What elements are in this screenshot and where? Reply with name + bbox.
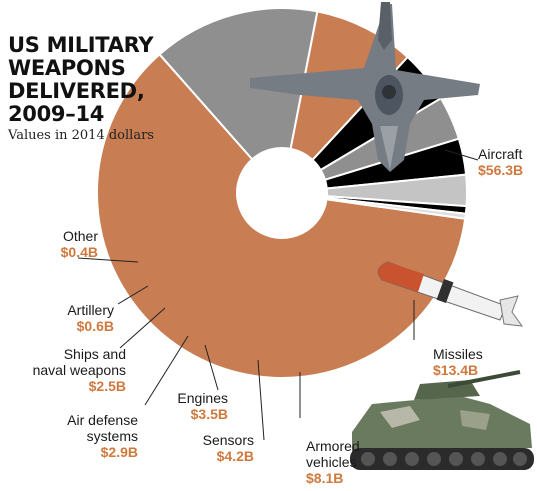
label-armored-value: $8.1B [306,470,344,486]
leader-aircraft [444,149,479,161]
chart-subtitle: Values in 2014 dollars [8,128,154,143]
label-missiles: Missiles $13.4B [433,346,483,378]
leader-engines [204,344,219,391]
label-airdef-value: $2.9B [100,444,138,460]
label-engines-name: Engines [177,390,228,406]
leader-lines [77,149,479,441]
label-missiles-name: Missiles [433,346,483,362]
leader-artillery [117,285,149,305]
leader-airdef [144,335,189,406]
label-ships-name-2: naval weapons [32,362,126,378]
label-missiles-value: $13.4B [433,362,479,378]
label-armored-vehicles: Armored vehicles $8.1B [306,438,360,486]
label-airdef-name-2: systems [86,428,138,444]
label-artillery-value: $0.6B [76,318,114,334]
label-air-defense: Air defense systems $2.9B [20,412,138,460]
label-sensors: Sensors $4.2B [170,432,254,464]
label-aircraft-name: Aircraft [478,146,523,162]
label-armored-name-2: vehicles [306,454,357,470]
label-artillery-name: Artillery [67,302,114,318]
chart-title: US MILITARY WEAPONS DELIVERED, 2009–14 [8,33,154,126]
label-aircraft: Aircraft $56.3B [478,146,523,178]
leader-ships [119,307,166,349]
slice-other [325,196,467,220]
armored-vehicle-icon [350,370,534,470]
label-ships-value: $2.5B [88,378,126,394]
label-other-name: Other [62,228,98,244]
label-other: Other $0.4B [20,228,98,260]
label-other-value: $0.4B [60,244,98,260]
label-ships: Ships and naval weapons $2.5B [10,346,126,394]
slice-missiles [158,7,319,161]
missile-icon [377,261,524,327]
label-ships-name-1: Ships and [63,346,126,362]
leader-other [77,257,139,263]
label-artillery: Artillery $0.6B [30,302,114,334]
leader-sensors [257,359,265,441]
fighter-jet-icon [250,2,480,172]
label-armored-name-1: Armored [306,438,360,454]
label-engines-value: $3.5B [190,406,228,422]
label-airdef-name-1: Air defense [67,412,138,428]
label-sensors-name: Sensors [202,432,254,448]
label-sensors-value: $4.2B [216,448,254,464]
label-aircraft-value: $56.3B [478,162,524,178]
slice-aircraft [96,52,467,379]
label-engines: Engines $3.5B [150,390,228,422]
